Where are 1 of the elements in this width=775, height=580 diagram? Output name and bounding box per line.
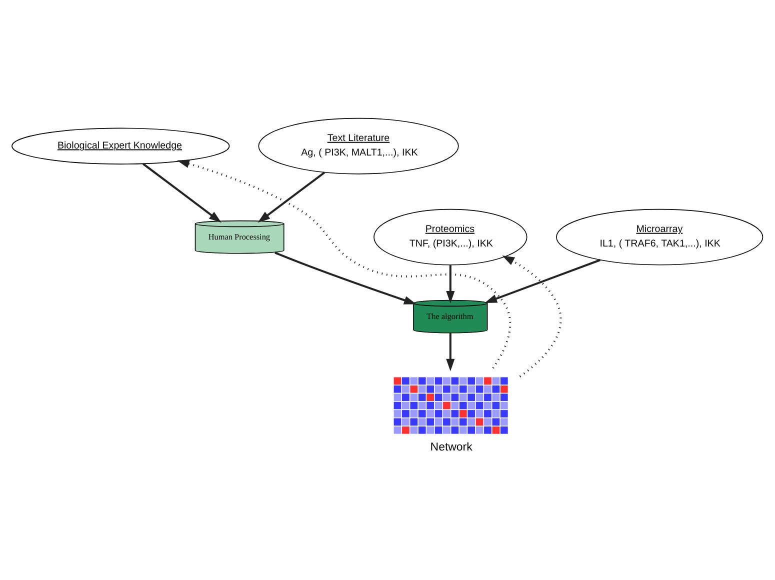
node-label: Network — [430, 441, 472, 454]
